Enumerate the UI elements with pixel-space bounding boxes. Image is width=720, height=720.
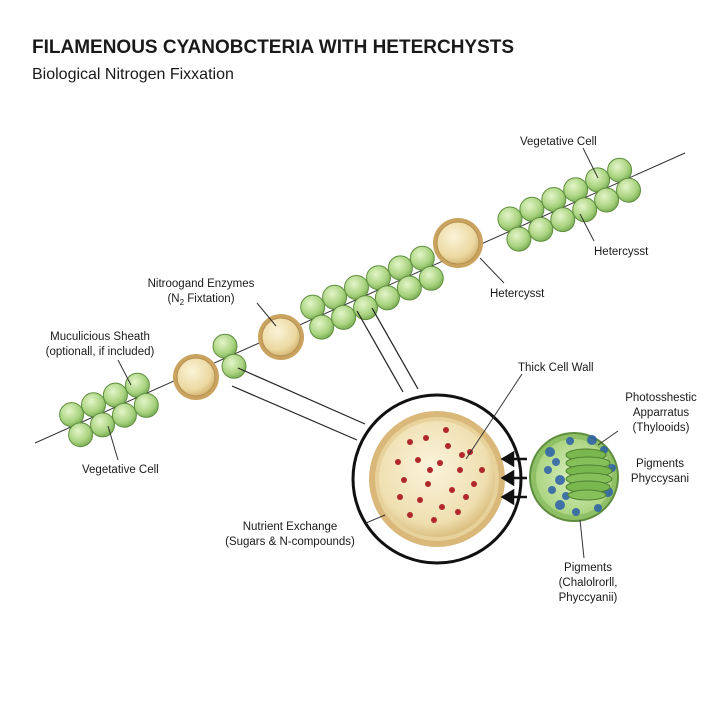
label-mucilaginous-sheath: Muculicious Sheath: [50, 331, 150, 343]
pigment-granule: [566, 437, 574, 445]
enzyme-dot: [443, 427, 449, 433]
vegetative-cell: [111, 402, 137, 428]
enzyme-dot: [455, 509, 461, 515]
enzyme-dot: [415, 457, 421, 463]
label-nutrient-exchange-1: Nutrient Exchange: [243, 521, 338, 533]
enzyme-dot: [459, 452, 465, 458]
label-photosynthetic-apparatus-2: Apparratus: [633, 407, 690, 419]
label-hetercysst-right: Hetercysst: [594, 246, 649, 258]
thylakoid-stack: [565, 448, 613, 501]
vegetative-cell: [68, 422, 94, 448]
zoom-lines: [231, 307, 419, 441]
vegetative-cell-chain: [59, 157, 641, 448]
enzyme-dot: [445, 443, 451, 449]
pigment-granule: [548, 486, 556, 494]
pigment-granule: [545, 447, 555, 457]
label-vegetative-cell-top: Vegetative Cell: [520, 136, 597, 148]
vegetative-cell: [528, 216, 554, 242]
vegetative-cell: [374, 285, 400, 311]
pigment-granule: [594, 504, 602, 512]
vegetative-cell: [221, 353, 247, 379]
leader-lines: [107, 147, 619, 559]
vegetative-cell: [331, 304, 357, 330]
heterocyst-small-2: [258, 314, 304, 360]
label-pigments-right-2: Phyccysani: [631, 473, 689, 485]
heterocyst-small-1: [173, 354, 219, 400]
label-n2-fixation: (N2 Fixtation): [167, 293, 234, 307]
enzyme-dot: [431, 517, 437, 523]
enzyme-dot: [457, 467, 463, 473]
enzyme-dot: [449, 487, 455, 493]
label-nitrogen-enzymes: Nitroogand Enzymes: [148, 278, 255, 290]
enzyme-dot: [423, 435, 429, 441]
vegetative-cell: [594, 187, 620, 213]
enzyme-dot: [425, 481, 431, 487]
enzyme-dot: [407, 439, 413, 445]
label-photosynthetic-apparatus-1: Photosshestic: [625, 392, 697, 404]
pigment-granules: [544, 435, 616, 516]
pigment-granule: [555, 500, 565, 510]
label-nutrient-exchange-2: (Sugars & N-compounds): [225, 536, 355, 548]
magnified-vegetative-cell: [529, 432, 619, 522]
enzyme-dot: [439, 504, 445, 510]
vegetative-cell: [353, 295, 378, 321]
enzyme-dots: [395, 427, 485, 523]
vegetative-cell: [616, 177, 641, 203]
vegetative-cell: [90, 412, 115, 438]
label-pigments-bottom-2: (Chalolrorll,: [559, 577, 618, 589]
enzyme-dot: [479, 467, 485, 473]
vegetative-cell: [418, 265, 444, 291]
enzyme-dot: [427, 467, 433, 473]
label-hetercysst-mid: Hetercysst: [490, 288, 545, 300]
pigment-granule: [555, 475, 565, 485]
enzyme-dot: [463, 494, 469, 500]
label-thick-cell-wall: Thick Cell Wall: [518, 362, 594, 374]
enzyme-dot: [417, 497, 423, 503]
label-sheath-note: (optionall, if included): [46, 346, 155, 358]
pigment-granule: [552, 458, 560, 466]
vegetative-cell: [309, 314, 335, 340]
label-pigments-bottom-1: Pigments: [564, 562, 612, 574]
diagram-title: FILAMENOUS CYANOBCTERIA WITH HETERCHYSTS: [32, 37, 514, 58]
diagram-subtitle: Biological Nitrogen Fixxation: [32, 66, 234, 83]
pigment-granule: [544, 466, 552, 474]
heterocyst-small-3: [433, 218, 483, 268]
enzyme-dot: [397, 494, 403, 500]
enzyme-dot: [437, 460, 443, 466]
vegetative-cell: [396, 275, 422, 301]
enzyme-dot: [407, 512, 413, 518]
pigment-granule: [572, 508, 580, 516]
magnified-heterocyst: [351, 393, 523, 565]
exchange-arrows: [500, 450, 527, 506]
vegetative-cell: [506, 226, 532, 252]
vegetative-cell: [133, 392, 159, 418]
label-pigments-right-1: Pigments: [636, 458, 684, 470]
label-vegetative-cell-bottom: Vegetative Cell: [82, 464, 159, 476]
enzyme-dot: [471, 481, 477, 487]
label-photosynthetic-apparatus-3: (Thylooids): [633, 422, 690, 434]
vegetative-cell: [572, 197, 598, 223]
enzyme-dot: [395, 459, 401, 465]
label-pigments-bottom-3: Phyccyanii): [559, 592, 618, 604]
enzyme-dot: [401, 477, 407, 483]
pigment-granule: [587, 435, 597, 445]
vegetative-cell: [550, 207, 576, 233]
